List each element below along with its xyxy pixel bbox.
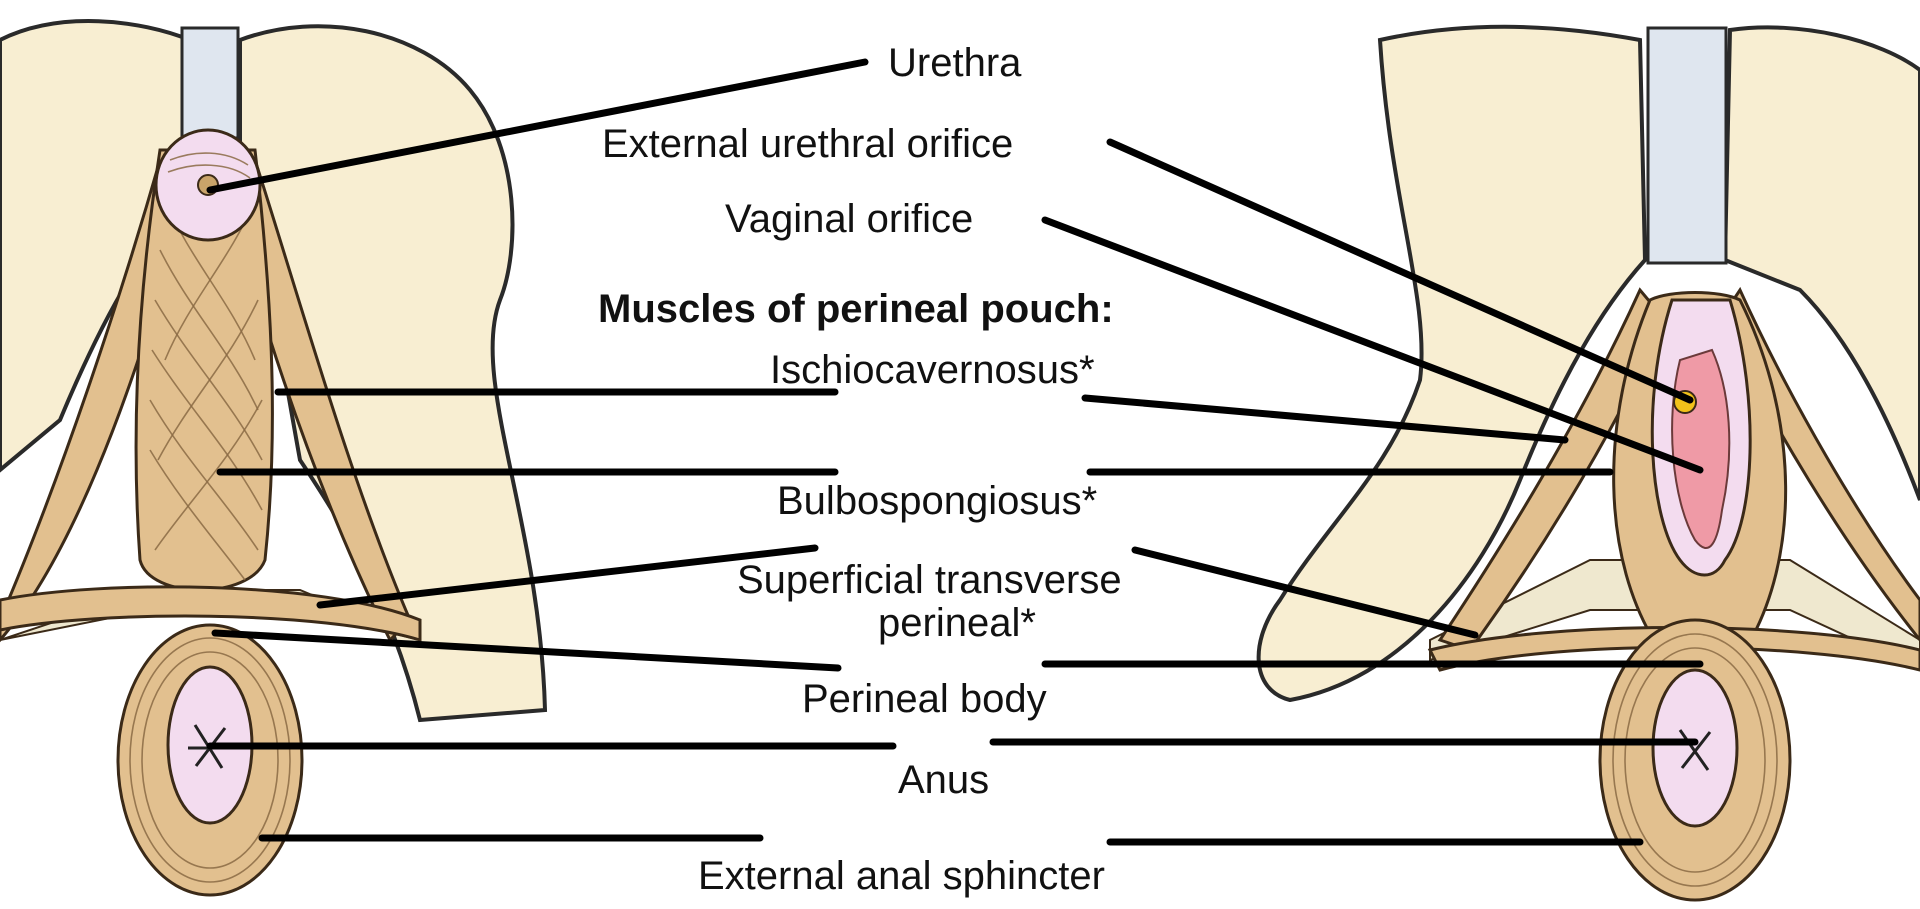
label-external-anal-sphincter: External anal sphincter [698,854,1105,898]
label-perineal-body: Perineal body [802,677,1047,721]
label-urethra: Urethra [888,41,1022,85]
male-perineum-illustration [0,21,545,895]
label-superficial-transverse-line2: perineal* [878,601,1036,645]
female-perineum-illustration [1259,27,1920,900]
label-vaginal-orifice: Vaginal orifice [725,197,973,241]
male-urethra-tube [182,28,238,138]
label-bulbospongiosus: Bulbospongiosus* [777,479,1097,523]
label-anus: Anus [898,758,989,802]
label-ischiocavernosus: Ischiocavernosus* [770,348,1095,392]
female-anus-area [1653,670,1737,826]
female-urethra-tube [1648,28,1726,263]
label-muscles-heading: Muscles of perineal pouch: [598,287,1114,331]
label-superficial-transverse-line1: Superficial transverse [737,558,1122,602]
label-external-urethral-orifice: External urethral orifice [602,122,1013,166]
